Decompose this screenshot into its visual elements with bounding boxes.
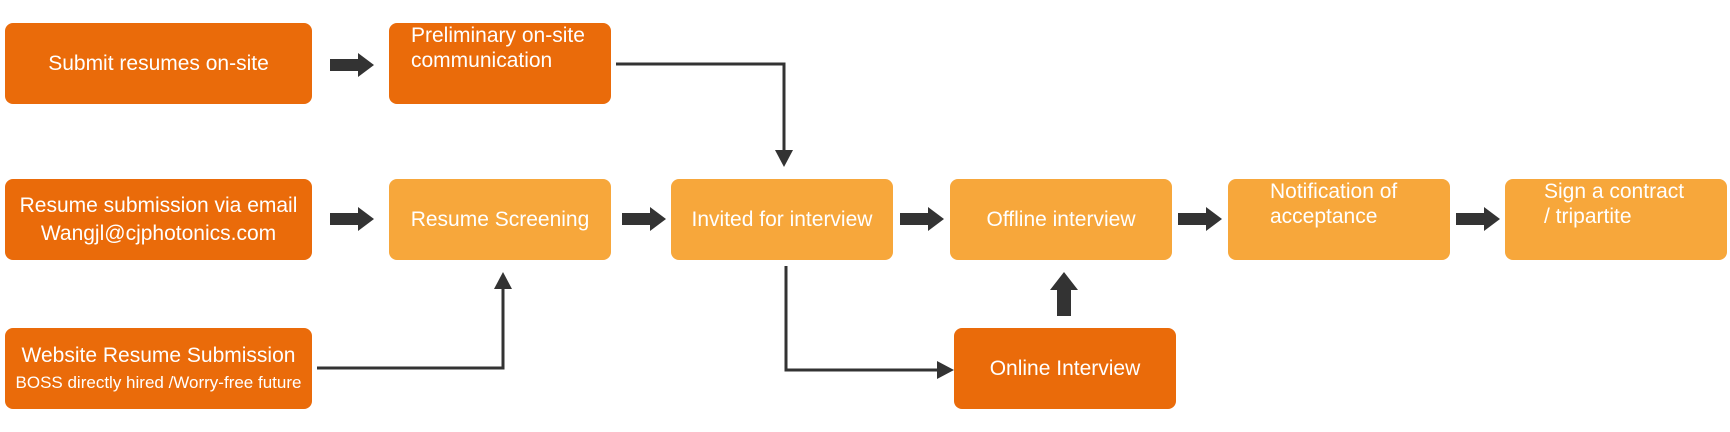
node-email-address: Wangjl@cjphotonics.com	[40, 222, 277, 245]
line-preliminary-to-invited	[616, 62, 786, 150]
node-online-interview-label: Online Interview	[989, 357, 1141, 380]
node-sign-line1: Sign a contract	[1544, 180, 1685, 203]
node-offline-interview-label: Offline interview	[986, 208, 1136, 231]
node-website-line1: Website Resume Submission	[21, 344, 296, 367]
node-resume-screening-label: Resume Screening	[410, 208, 590, 231]
arrowhead-into-screening	[494, 272, 512, 289]
node-online-interview: Online Interview	[954, 328, 1176, 409]
node-sign-contract: Sign a contract / tripartite	[1505, 179, 1727, 260]
node-preliminary-line1: Preliminary on-site	[411, 24, 585, 47]
node-submit-onsite: Submit resumes on-site	[5, 23, 312, 104]
node-preliminary-line2: communication	[411, 49, 553, 72]
line-website-to-screening	[317, 286, 505, 370]
node-notification-acceptance: Notification of acceptance	[1228, 179, 1450, 260]
arrow-email-to-screening	[330, 207, 374, 231]
node-notification-line1: Notification of	[1270, 180, 1398, 203]
node-invited-interview: Invited for interview	[671, 179, 893, 260]
node-preliminary-communication: Preliminary on-site communication	[389, 23, 611, 104]
arrow-screening-to-invited	[622, 207, 666, 231]
arrow-online-to-offline	[1050, 272, 1078, 316]
node-email-submission: Resume submission via email Wangjl@cjpho…	[5, 179, 312, 260]
arrow-offline-to-notification	[1178, 207, 1222, 231]
arrow-submit-to-preliminary	[330, 53, 374, 77]
node-website-submission: Website Resume Submission BOSS directly …	[5, 328, 312, 409]
node-email-line1: Resume submission via email	[19, 194, 298, 217]
arrow-invited-to-offline	[900, 207, 944, 231]
arrow-notification-to-sign	[1456, 207, 1500, 231]
node-sign-line2: / tripartite	[1544, 205, 1632, 228]
arrowhead-into-online	[937, 361, 954, 379]
node-submit-onsite-label: Submit resumes on-site	[48, 52, 269, 75]
node-resume-screening: Resume Screening	[389, 179, 611, 260]
node-website-line2: BOSS directly hired /Worry-free future	[15, 373, 302, 392]
arrowhead-into-invited	[775, 150, 793, 167]
line-invited-to-online	[784, 266, 940, 372]
node-offline-interview: Offline interview	[950, 179, 1172, 260]
node-notification-line2: acceptance	[1270, 205, 1378, 228]
node-invited-interview-label: Invited for interview	[691, 208, 873, 231]
